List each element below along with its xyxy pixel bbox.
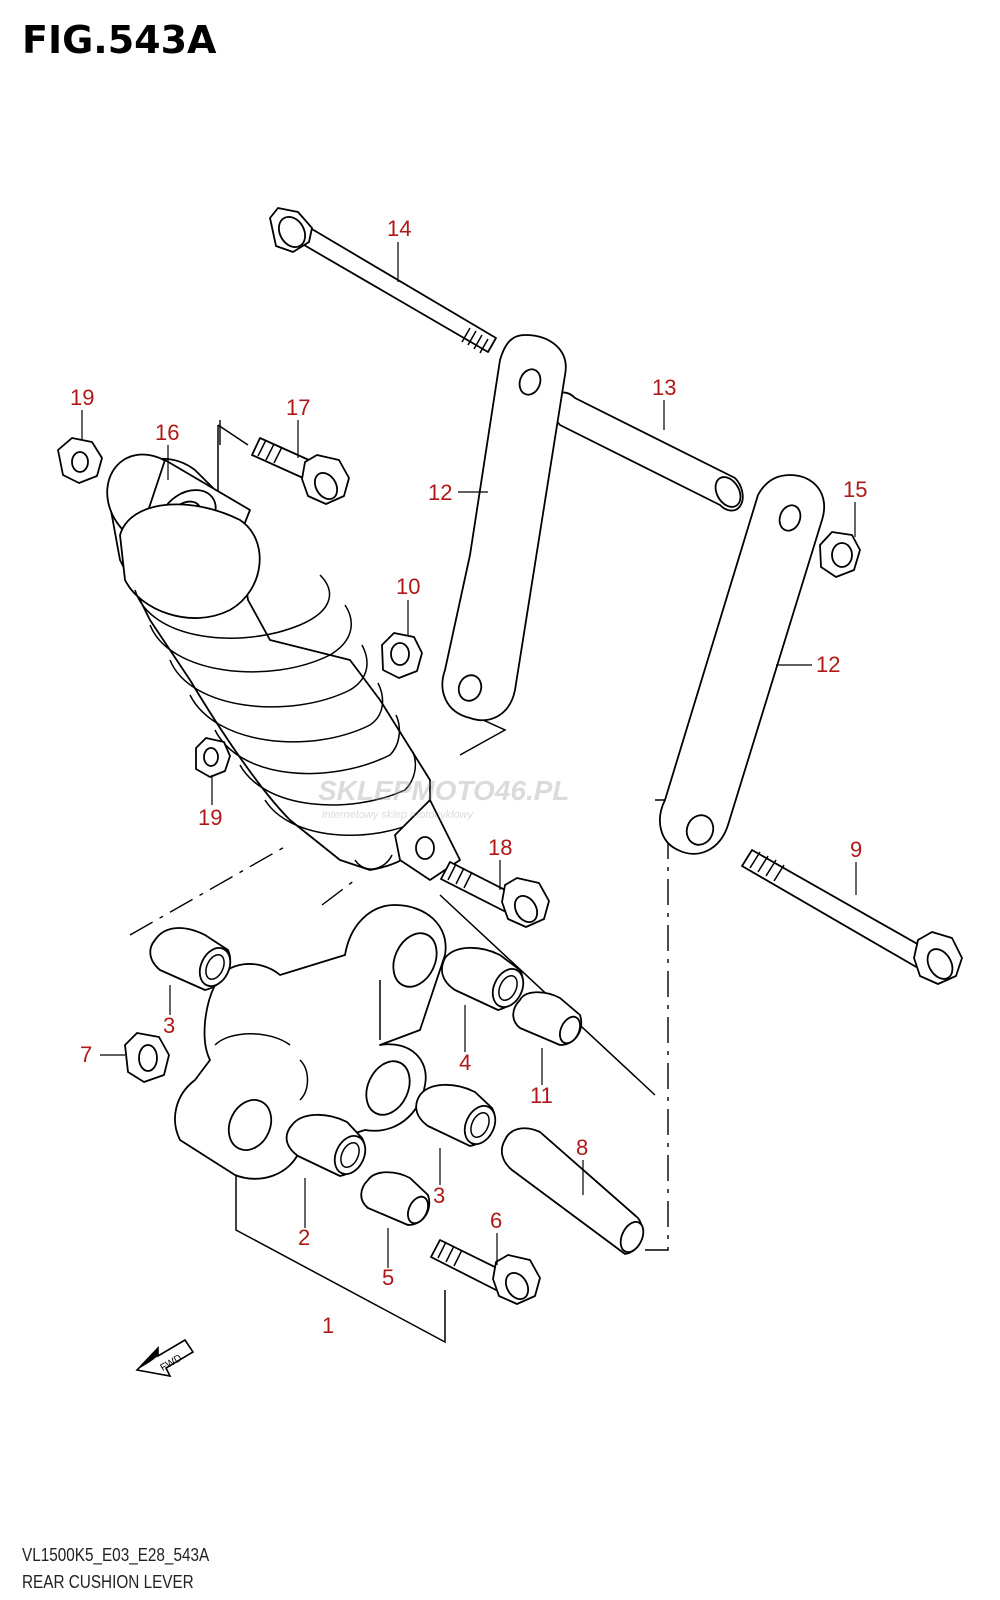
part-3-bushing-right[interactable] bbox=[415, 1083, 501, 1149]
part-7-nut[interactable] bbox=[124, 1032, 170, 1083]
part-14-bolt[interactable] bbox=[269, 207, 497, 354]
part-13-collar[interactable] bbox=[551, 391, 745, 512]
watermark-text: SKLEPMOTO46.PL bbox=[318, 775, 570, 806]
part-5-collar[interactable] bbox=[360, 1171, 432, 1226]
callout-15: 15 bbox=[843, 477, 867, 502]
callout-3-right: 3 bbox=[433, 1183, 445, 1208]
callout-11: 11 bbox=[530, 1083, 553, 1108]
part-11-collar[interactable] bbox=[512, 991, 584, 1046]
callout-19-lower: 19 bbox=[198, 805, 222, 830]
watermark-subtext: internetowy sklep motocyklowy bbox=[322, 809, 475, 821]
part-9-bolt[interactable] bbox=[741, 849, 963, 985]
callout-18: 18 bbox=[488, 835, 512, 860]
part-8-sleeve[interactable] bbox=[500, 1127, 648, 1255]
callout-12-right: 12 bbox=[816, 652, 840, 677]
callout-16: 16 bbox=[155, 420, 179, 445]
part-3-bushing-left[interactable] bbox=[149, 927, 236, 991]
part-4-bushing[interactable] bbox=[441, 946, 529, 1012]
part-12-link-rod-right[interactable] bbox=[659, 474, 825, 855]
part-1-cushion-lever[interactable] bbox=[174, 904, 447, 1180]
part-17-bolt[interactable] bbox=[251, 437, 350, 505]
part-19-washer-lower[interactable] bbox=[195, 737, 231, 778]
part-15-nut[interactable] bbox=[819, 531, 861, 578]
callout-14: 14 bbox=[387, 216, 411, 241]
callout-labels: 14 19 16 17 13 12 15 10 12 19 18 9 3 7 4… bbox=[70, 216, 867, 1338]
fwd-arrow-icon: FWD bbox=[135, 1338, 195, 1378]
callout-5: 5 bbox=[382, 1265, 394, 1290]
part-19-nut-top[interactable] bbox=[57, 437, 103, 484]
watermark: SKLEPMOTO46.PL internetowy sklep motocyk… bbox=[318, 775, 570, 821]
callout-8: 8 bbox=[576, 1135, 588, 1160]
callout-4: 4 bbox=[459, 1050, 471, 1075]
callout-6: 6 bbox=[490, 1208, 502, 1233]
part-10-nut[interactable] bbox=[381, 632, 423, 679]
callout-13: 13 bbox=[652, 375, 676, 400]
callout-9: 9 bbox=[850, 837, 862, 862]
part-6-bolt[interactable] bbox=[430, 1239, 541, 1305]
callout-1: 1 bbox=[322, 1313, 334, 1338]
callout-7: 7 bbox=[80, 1042, 92, 1067]
callout-19-top: 19 bbox=[70, 385, 94, 410]
part-18-bolt[interactable] bbox=[440, 861, 550, 928]
callout-3-left: 3 bbox=[163, 1013, 175, 1038]
callout-2: 2 bbox=[298, 1225, 310, 1250]
part-12-link-rod-left[interactable] bbox=[441, 334, 567, 722]
part-2-bushing[interactable] bbox=[285, 1113, 372, 1179]
part-16-rear-shock-absorber[interactable] bbox=[90, 438, 461, 881]
leader-lines bbox=[81, 242, 857, 1268]
figure-title: FIG.543A bbox=[22, 18, 217, 62]
part-group-name: REAR CUSHION LEVER bbox=[22, 1572, 194, 1592]
callout-10: 10 bbox=[396, 574, 420, 599]
callout-12-left: 12 bbox=[428, 480, 452, 505]
callout-17: 17 bbox=[286, 395, 310, 420]
model-code: VL1500K5_E03_E28_543A bbox=[22, 1545, 210, 1565]
